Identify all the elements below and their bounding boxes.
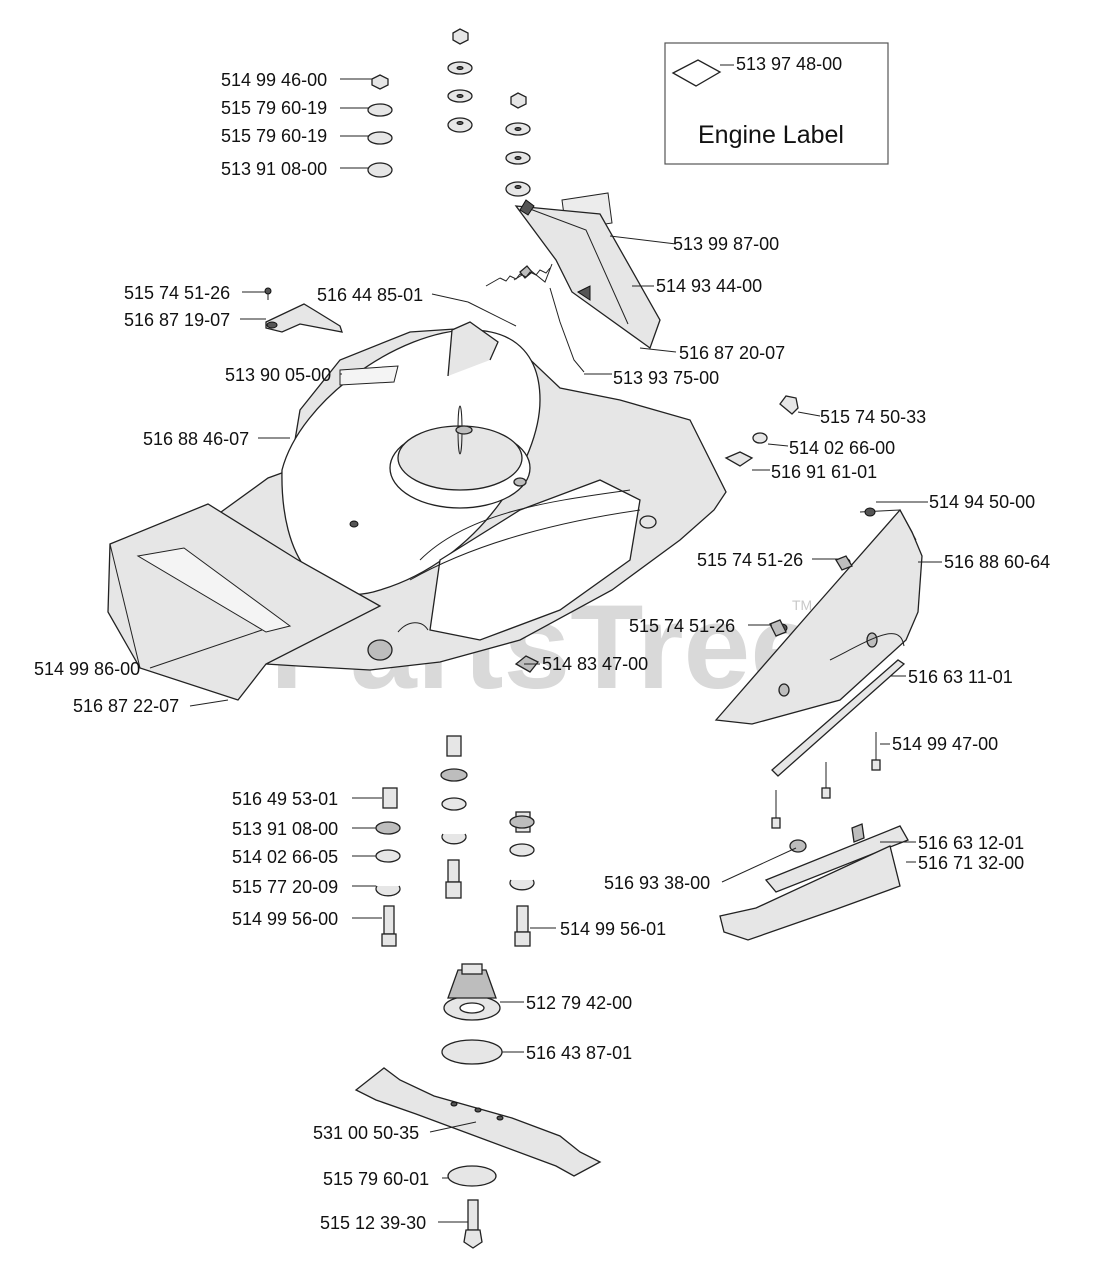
part-label: 513 90 05-00: [225, 365, 331, 385]
part-label: 516 93 38-00: [604, 873, 710, 893]
rivets: [771, 732, 881, 829]
part-label: 516 44 85-01: [317, 285, 423, 305]
part-label: 515 74 51-26: [697, 550, 803, 570]
blade-washer: [447, 1165, 497, 1187]
washer-icon: [367, 131, 393, 145]
blade-shape: [354, 1067, 602, 1177]
part-label: 516 49 53-01: [232, 789, 338, 809]
engine-label-part-number: 513 97 48-00: [736, 54, 842, 74]
part-label: 514 94 50-00: [929, 492, 1035, 512]
screw-shape: [769, 619, 787, 637]
part-label: 516 87 22-07: [73, 696, 179, 716]
engine-label-box: 513 97 48-00 Engine Label: [664, 42, 889, 165]
part-label: 514 99 56-00: [232, 909, 338, 929]
part-label: 515 12 39-30: [320, 1213, 426, 1233]
part-label: 515 79 60-19: [221, 126, 327, 146]
part-label: 514 83 47-00: [542, 654, 648, 674]
washer-icon: [367, 103, 393, 117]
part-label: 514 02 66-00: [789, 438, 895, 458]
left-bracket: [264, 287, 343, 333]
hardware-stack-3: [440, 735, 468, 899]
part-label: 515 74 51-26: [629, 616, 735, 636]
part-label: 516 43 87-01: [526, 1043, 632, 1063]
watermark-trademark: TM: [792, 597, 812, 613]
part-label: 514 99 86-00: [34, 659, 140, 679]
part-label: 516 63 11-01: [908, 667, 1013, 687]
screw-shape: [835, 555, 853, 571]
blade-plate: [441, 1039, 503, 1065]
blade-adapter: [443, 963, 501, 1021]
part-label: 514 99 56-01: [560, 919, 666, 939]
part-label: 516 63 12-01: [918, 833, 1024, 853]
part-label: 512 79 42-00: [526, 993, 632, 1013]
part-label: 514 93 44-00: [656, 276, 762, 296]
part-label: 513 99 87-00: [673, 234, 779, 254]
part-label: 515 74 50-33: [820, 407, 926, 427]
part-label: 513 91 08-00: [232, 819, 338, 839]
part-labels: 514 99 46-00 515 79 60-19 515 79 60-19 5…: [34, 70, 1050, 1233]
bar-shape: [771, 659, 906, 777]
hardware-stack-4: [509, 811, 535, 947]
engine-label-caption: Engine Label: [698, 121, 844, 149]
part-label: 515 79 60-19: [221, 98, 327, 118]
hardware-stack-1: [447, 28, 473, 133]
part-label: 513 93 75-00: [613, 368, 719, 388]
part-label: 513 91 08-00: [221, 159, 327, 179]
part-label: 514 02 66-05: [232, 847, 338, 867]
rear-cover: [714, 507, 923, 725]
part-label: 531 00 50-35: [313, 1123, 419, 1143]
part-label: 516 88 46-07: [143, 429, 249, 449]
hardware-stack-2: [505, 92, 531, 197]
part-label: 514 99 47-00: [892, 734, 998, 754]
hardware-left-icons: [375, 787, 401, 947]
part-label: 516 71 32-00: [918, 853, 1024, 873]
blade-bolt: [463, 1199, 483, 1249]
part-label: 516 87 20-07: [679, 343, 785, 363]
part-label: 516 91 61-01: [771, 462, 877, 482]
skid-plate: [719, 823, 909, 941]
nut-icon: [371, 74, 389, 90]
bail-bracket: [485, 199, 661, 373]
leader-lines: [149, 78, 942, 1223]
part-label: 514 99 46-00: [221, 70, 327, 90]
part-label: 515 79 60-01: [323, 1169, 429, 1189]
part-shapes: [107, 28, 923, 1249]
washer-icon: [367, 162, 393, 178]
part-label: 516 87 19-07: [124, 310, 230, 330]
part-label: 515 77 20-09: [232, 877, 338, 897]
engine-label-icon: [671, 59, 722, 87]
front-flap: [107, 503, 382, 701]
rod-shape: [467, 301, 517, 327]
part-label: 516 88 60-64: [944, 552, 1050, 572]
part-label: 515 74 51-26: [124, 283, 230, 303]
